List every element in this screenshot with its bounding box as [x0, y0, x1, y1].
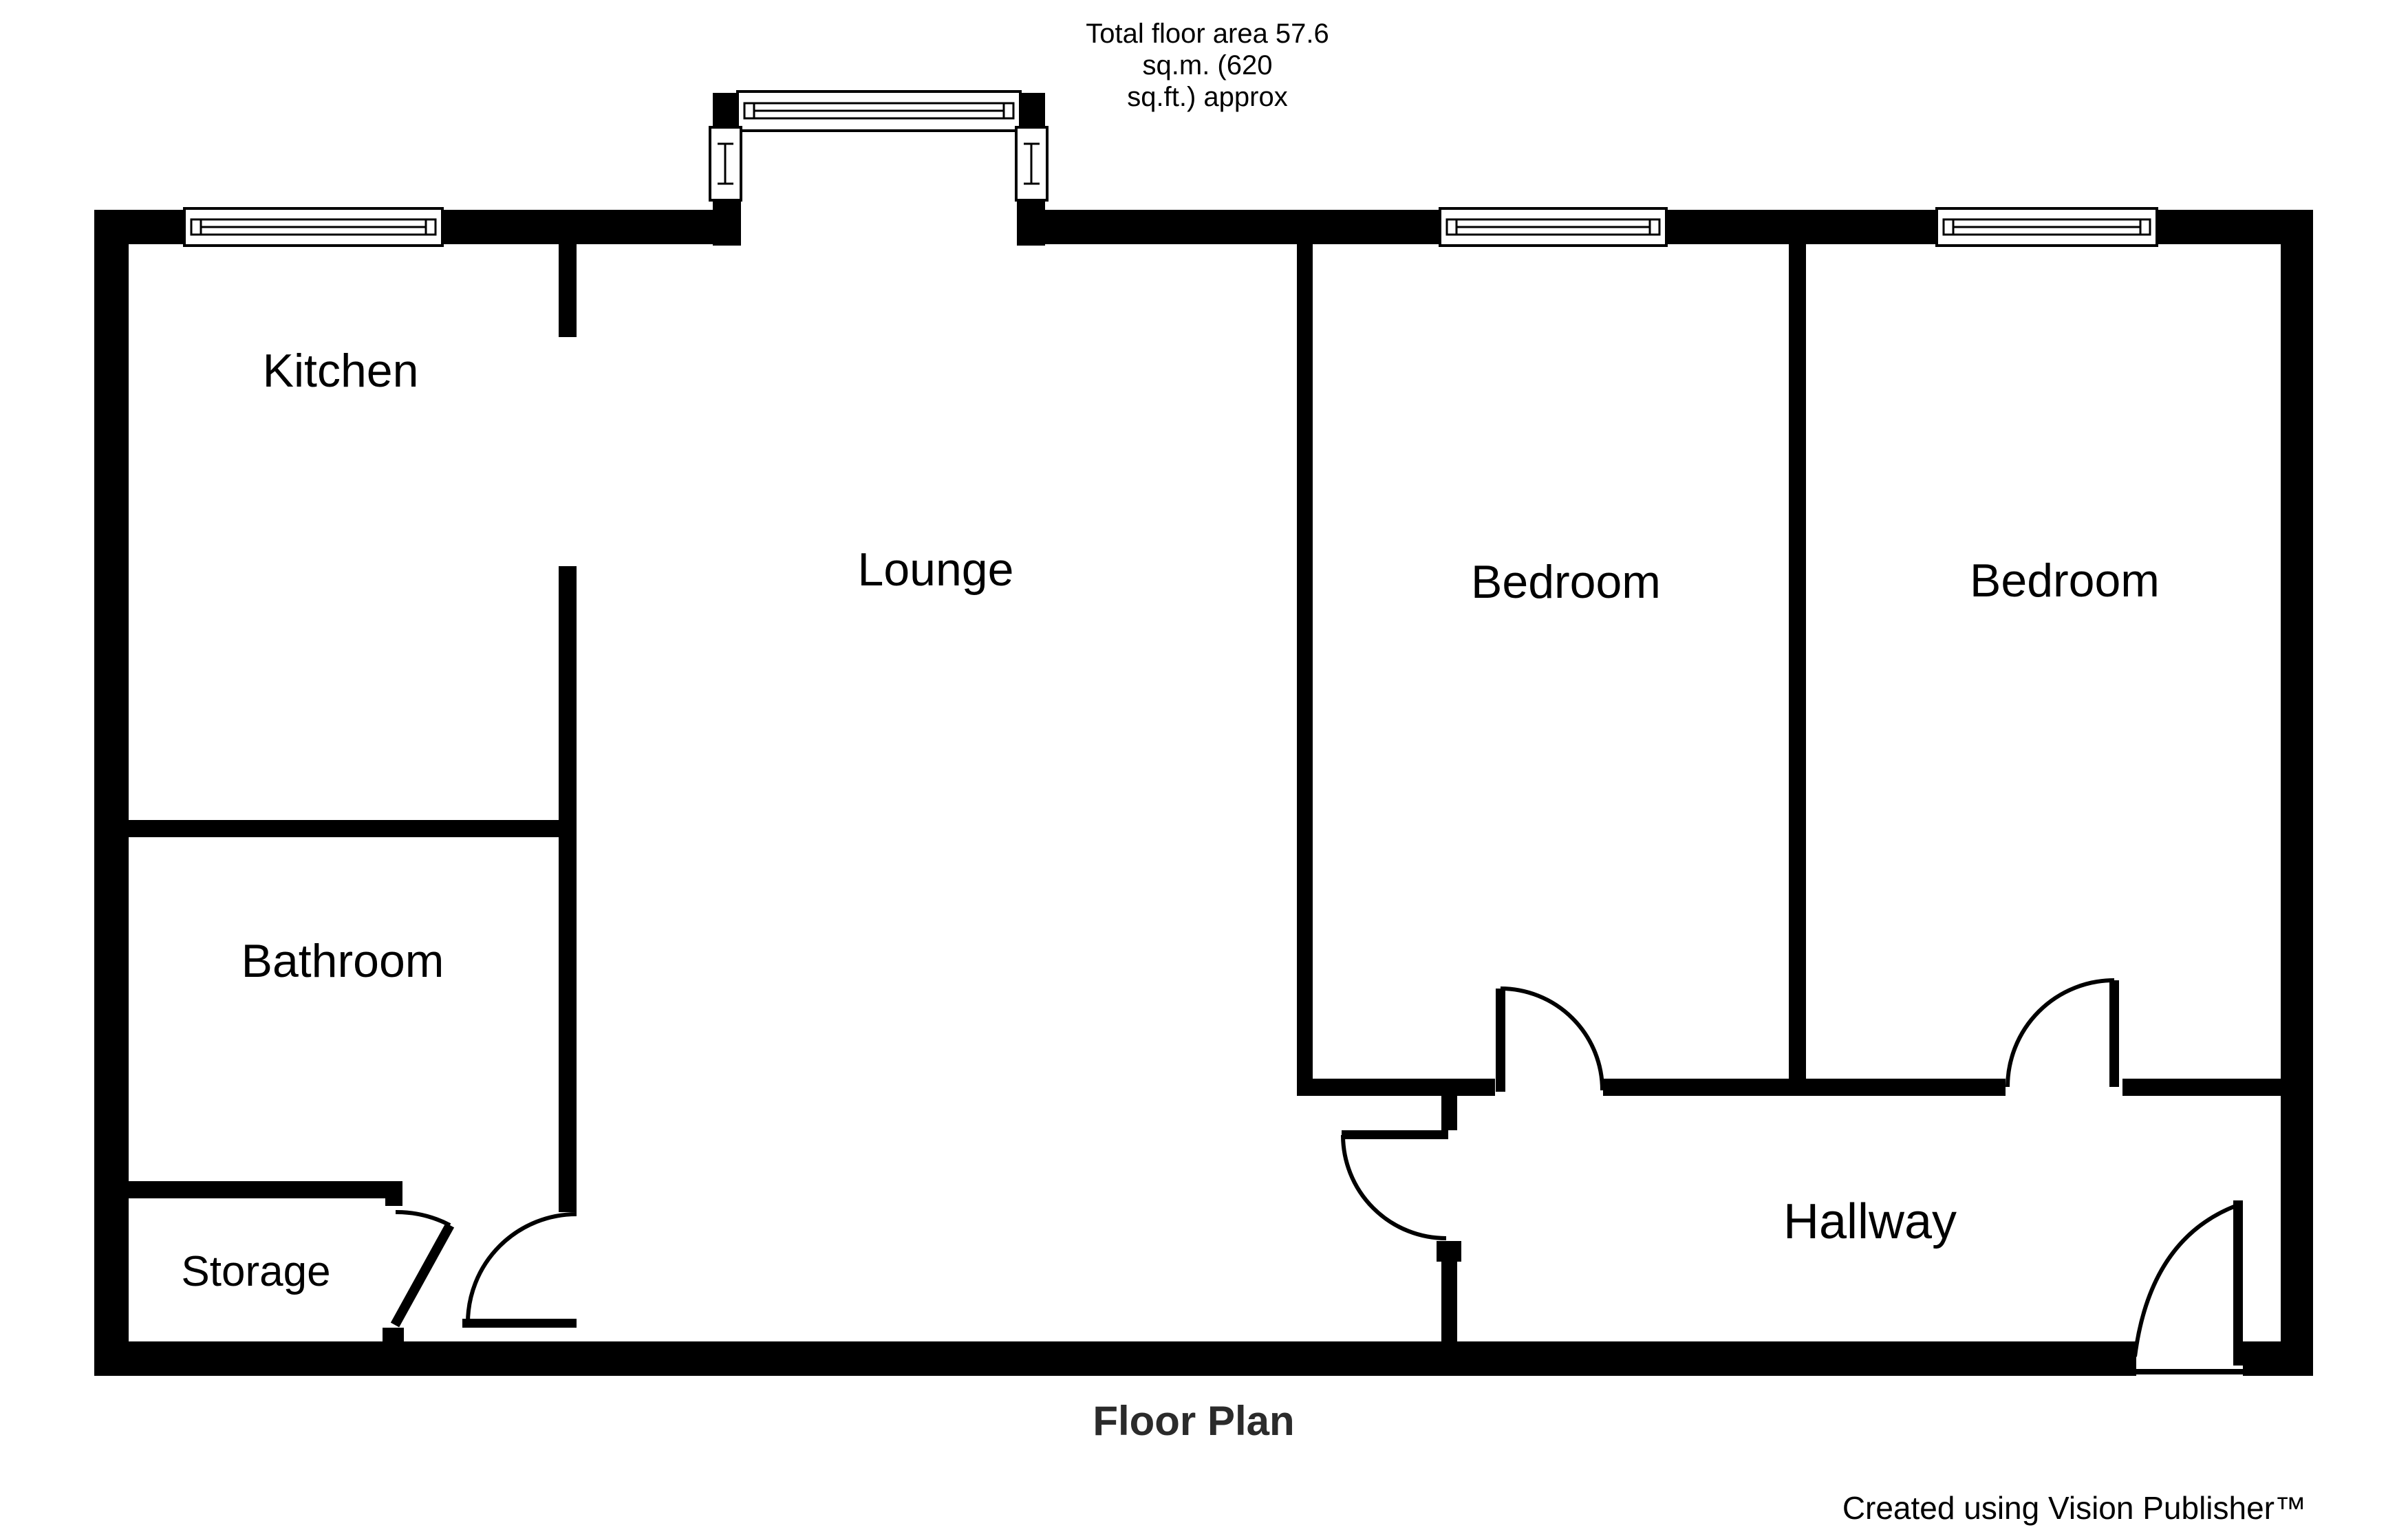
- storage-door-leaf: [390, 1222, 455, 1328]
- bedroom2-door-swing-arc: [2006, 978, 2115, 1088]
- storage-door-bottom-jamb: [383, 1328, 404, 1343]
- room-label-bedroom2: Bedroom: [1970, 554, 2160, 607]
- storage-door-swing-arc: [395, 1209, 451, 1227]
- front-entrance-door: [2133, 1200, 2243, 1366]
- wall-right: [2281, 210, 2313, 1376]
- wall-kitchen-lounge-stub: [559, 244, 577, 337]
- bay-window-right-frame: [1015, 126, 1049, 202]
- bedroom1-window: [1439, 207, 1668, 247]
- bedroom1-door-swing-arc: [1500, 986, 1604, 1091]
- wall-lounge-bedroom1: [1297, 244, 1313, 1096]
- front-door-threshold: [2136, 1369, 2243, 1374]
- total-area-line3: sq.ft.) approx: [1127, 82, 1287, 112]
- storage-door-top-jamb: [385, 1181, 402, 1206]
- wall-top-3: [1044, 210, 1440, 244]
- bedroom1-door-leaf: [1496, 989, 1505, 1092]
- room-label-kitchen: Kitchen: [263, 345, 419, 397]
- wall-left: [94, 210, 129, 1376]
- bathroom-door: [462, 1212, 577, 1328]
- room-label-storage: Storage: [181, 1248, 330, 1295]
- wall-lounge-hallway-stub: [1441, 1096, 1457, 1130]
- bay-pillar-bottom-left: [713, 199, 741, 246]
- lounge-hallway-door: [1341, 1130, 1448, 1240]
- bedroom2-door: [2006, 978, 2119, 1088]
- bay-pillar-bottom-right: [1017, 199, 1045, 246]
- outer-walls: [94, 210, 2313, 1376]
- lounge-hallway-door-leaf: [1342, 1130, 1448, 1139]
- wall-kitchen-lounge-lower: [559, 566, 577, 1212]
- storage-door: [383, 1209, 455, 1343]
- wall-top-2: [442, 210, 714, 244]
- wall-lounge-hallway-lower: [1441, 1259, 1457, 1341]
- lounge-hallway-door-jamb: [1437, 1241, 1461, 1262]
- bedroom1-door: [1496, 986, 1604, 1092]
- publisher-watermark: Created using Vision Publisher™: [1842, 1490, 2306, 1526]
- room-label-bedroom1: Bedroom: [1471, 556, 1661, 608]
- plan-caption: Floor Plan: [1093, 1398, 1294, 1444]
- total-area-title: Total floor area 57.6 sq.m. (620 sq.ft.)…: [1086, 19, 1329, 112]
- wall-hallway-top-2: [1603, 1079, 2006, 1096]
- wall-kitchen-bathroom: [129, 820, 577, 837]
- bathroom-door-swing-arc: [466, 1212, 577, 1324]
- wall-bottom-2: [2243, 1341, 2313, 1376]
- wall-bedroom1-bedroom2: [1789, 244, 1806, 1079]
- front-door-swing-arc: [2133, 1203, 2239, 1357]
- room-label-lounge: Lounge: [858, 543, 1014, 596]
- interior-walls: [129, 244, 2281, 1341]
- wall-bottom-1: [94, 1341, 2136, 1376]
- kitchen-window: [183, 207, 444, 247]
- wall-bathroom-storage: [129, 1181, 385, 1198]
- lounge-hallway-door-swing-arc: [1341, 1134, 1447, 1240]
- lounge-bay-window: [709, 90, 1049, 246]
- room-label-hallway: Hallway: [1783, 1194, 1957, 1249]
- bathroom-door-leaf: [462, 1319, 577, 1328]
- room-labels: Kitchen Lounge Bedroom Bedroom Bathroom …: [181, 345, 2160, 1295]
- wall-top-4: [1666, 210, 1937, 244]
- total-area-line2: sq.m. (620: [1143, 50, 1273, 80]
- total-area-line1: Total floor area 57.6: [1086, 19, 1329, 49]
- bedroom2-window: [1935, 207, 2158, 247]
- bedroom2-door-leaf: [2109, 980, 2119, 1087]
- bay-window-left-frame: [709, 126, 742, 202]
- front-door-leaf: [2233, 1200, 2243, 1366]
- wall-hallway-top-1: [1297, 1079, 1495, 1096]
- room-label-bathroom: Bathroom: [241, 935, 444, 987]
- wall-hallway-top-3: [2122, 1079, 2281, 1096]
